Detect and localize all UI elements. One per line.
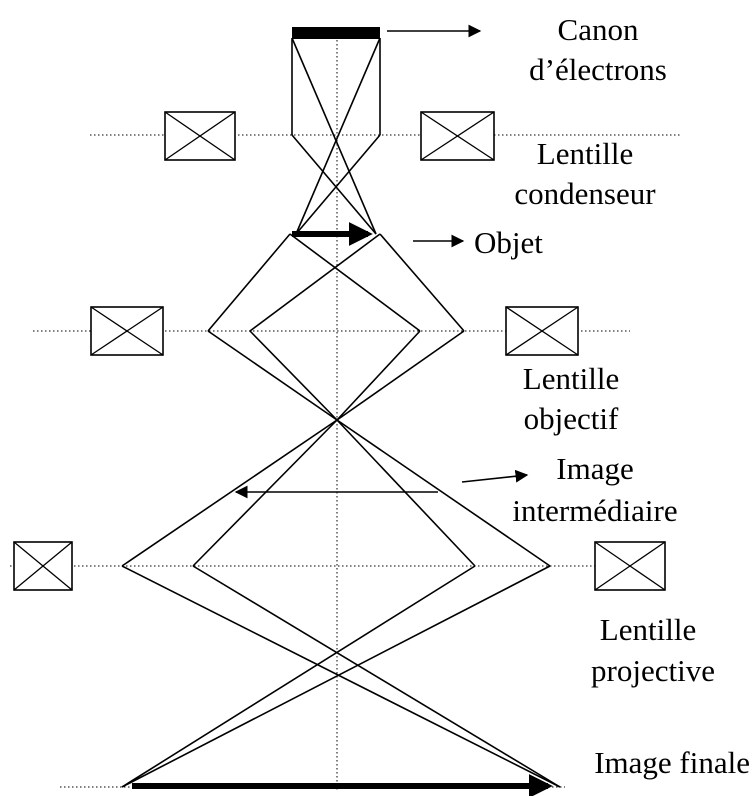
gun-label-line1: Canon bbox=[558, 12, 639, 47]
objective-lens-right bbox=[505, 306, 579, 356]
electron-gun-bar bbox=[292, 27, 380, 39]
objective-label-line1: Lentille bbox=[523, 361, 619, 396]
intermediate-label-line1: Image bbox=[556, 451, 633, 486]
objective-lens-left bbox=[90, 306, 164, 356]
objective-rays bbox=[207, 233, 465, 421]
gun-beam-rays bbox=[291, 37, 381, 235]
objective-label-line2: objectif bbox=[524, 401, 619, 436]
condenser-label-line1: Lentille bbox=[537, 136, 633, 171]
projective-lens-left bbox=[13, 541, 73, 591]
condenser-lens-left bbox=[164, 111, 236, 161]
projective-label-line2: projective bbox=[591, 653, 715, 688]
object-label: Objet bbox=[474, 225, 543, 260]
projective-label-line1: Lentille bbox=[600, 612, 696, 647]
condenser-lens-right bbox=[420, 111, 495, 161]
condenser-label-line2: condenseur bbox=[514, 176, 656, 211]
intermediate-pointer-arrow bbox=[461, 469, 529, 483]
gun-label-line2: d’électrons bbox=[529, 52, 667, 87]
projective-rays bbox=[121, 419, 551, 567]
final-image-label: Image finale bbox=[594, 745, 750, 780]
intermediate-label-line2: intermédiaire bbox=[512, 493, 677, 528]
projective-lens-right bbox=[594, 541, 666, 591]
final-rays bbox=[121, 565, 561, 788]
